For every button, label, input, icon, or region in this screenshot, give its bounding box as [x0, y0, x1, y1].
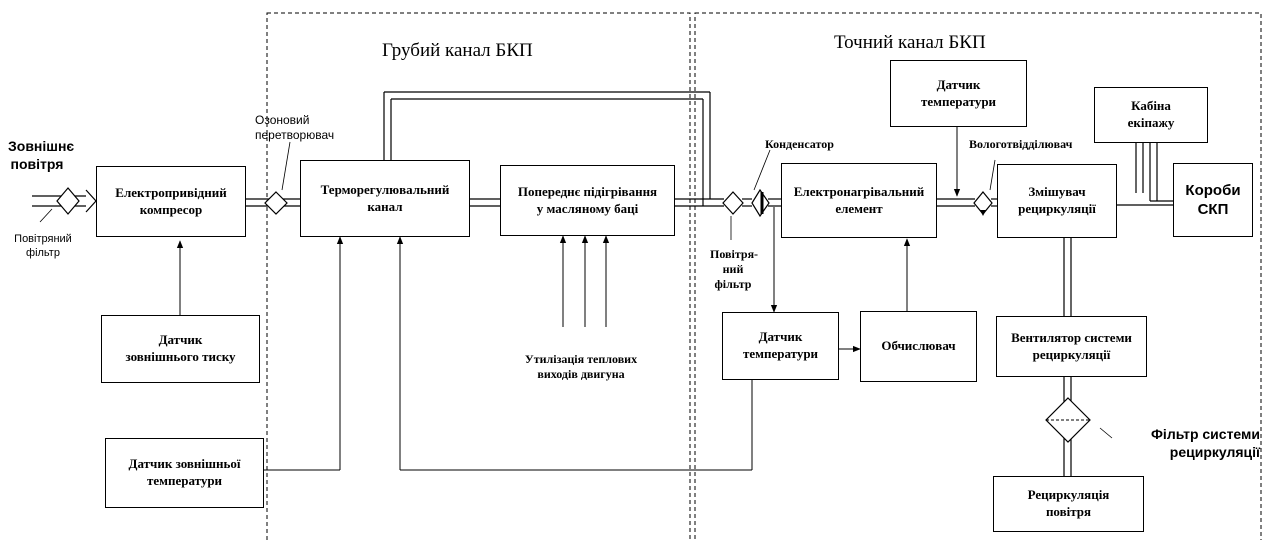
- condenser-label: Конденсатор: [765, 137, 834, 151]
- ext-temp-sensor-box: Датчик зовнішньої температури: [105, 438, 264, 508]
- recirc-fan-box: Вентилятор системи рециркуляції: [996, 316, 1147, 377]
- inlet-filter-diamond: [56, 187, 80, 215]
- air-filter-left-label: Повітряний фільтр: [14, 233, 72, 259]
- coarse-channel-region: [266, 12, 691, 540]
- mixer-box: Змішувач рециркуляції: [997, 164, 1117, 238]
- heater-box: Електронагрівальний елемент: [781, 163, 937, 238]
- moisture-separator-label: Вологотвідділювач: [969, 137, 1073, 151]
- signal-arrows: [176, 127, 961, 471]
- coarse-channel-title: Грубий канал БКП: [382, 40, 533, 61]
- cabin-box: Кабіна екіпажу: [1094, 87, 1208, 143]
- air-filter-mid-label: Повітря- ний фільтр: [710, 247, 759, 291]
- calculator-box: Обчислювач: [860, 311, 977, 382]
- skp-boxes-box: Короби СКП: [1173, 163, 1253, 237]
- ozone-converter-label: Озоновий перетворювач: [255, 113, 335, 142]
- region-borders: [266, 12, 1262, 540]
- outside-air-label: Зовнішнє повітря: [8, 138, 75, 172]
- inlet-filter-leader: [39, 208, 53, 223]
- leader-lines: [281, 141, 1113, 439]
- fine-channel-title: Точний канал БКП: [834, 32, 986, 53]
- ozone-converter-diamond: [264, 191, 288, 215]
- thermo-channel-box: Терморегулювальний канал: [300, 160, 470, 237]
- compressor-box: Електропривідний компресор: [96, 166, 246, 237]
- fine-channel-region: [694, 12, 1262, 540]
- temp-sensor-top-box: Датчик температури: [890, 60, 1027, 127]
- temp-sensor-mid-box: Датчик температури: [722, 312, 839, 380]
- engine-heat-label: Утилізація теплових виходів двигуна: [524, 352, 638, 381]
- recirc-air-box: Рециркуляція повітря: [993, 476, 1144, 532]
- ext-pressure-sensor-box: Датчик зовнішнього тиску: [101, 315, 260, 383]
- mid-filter-diamond: [722, 191, 744, 215]
- recirc-filter-label: Фільтр системи рециркуляції: [1150, 426, 1260, 460]
- preheat-box: Попереднє підігрівання у масляному баці: [500, 165, 675, 236]
